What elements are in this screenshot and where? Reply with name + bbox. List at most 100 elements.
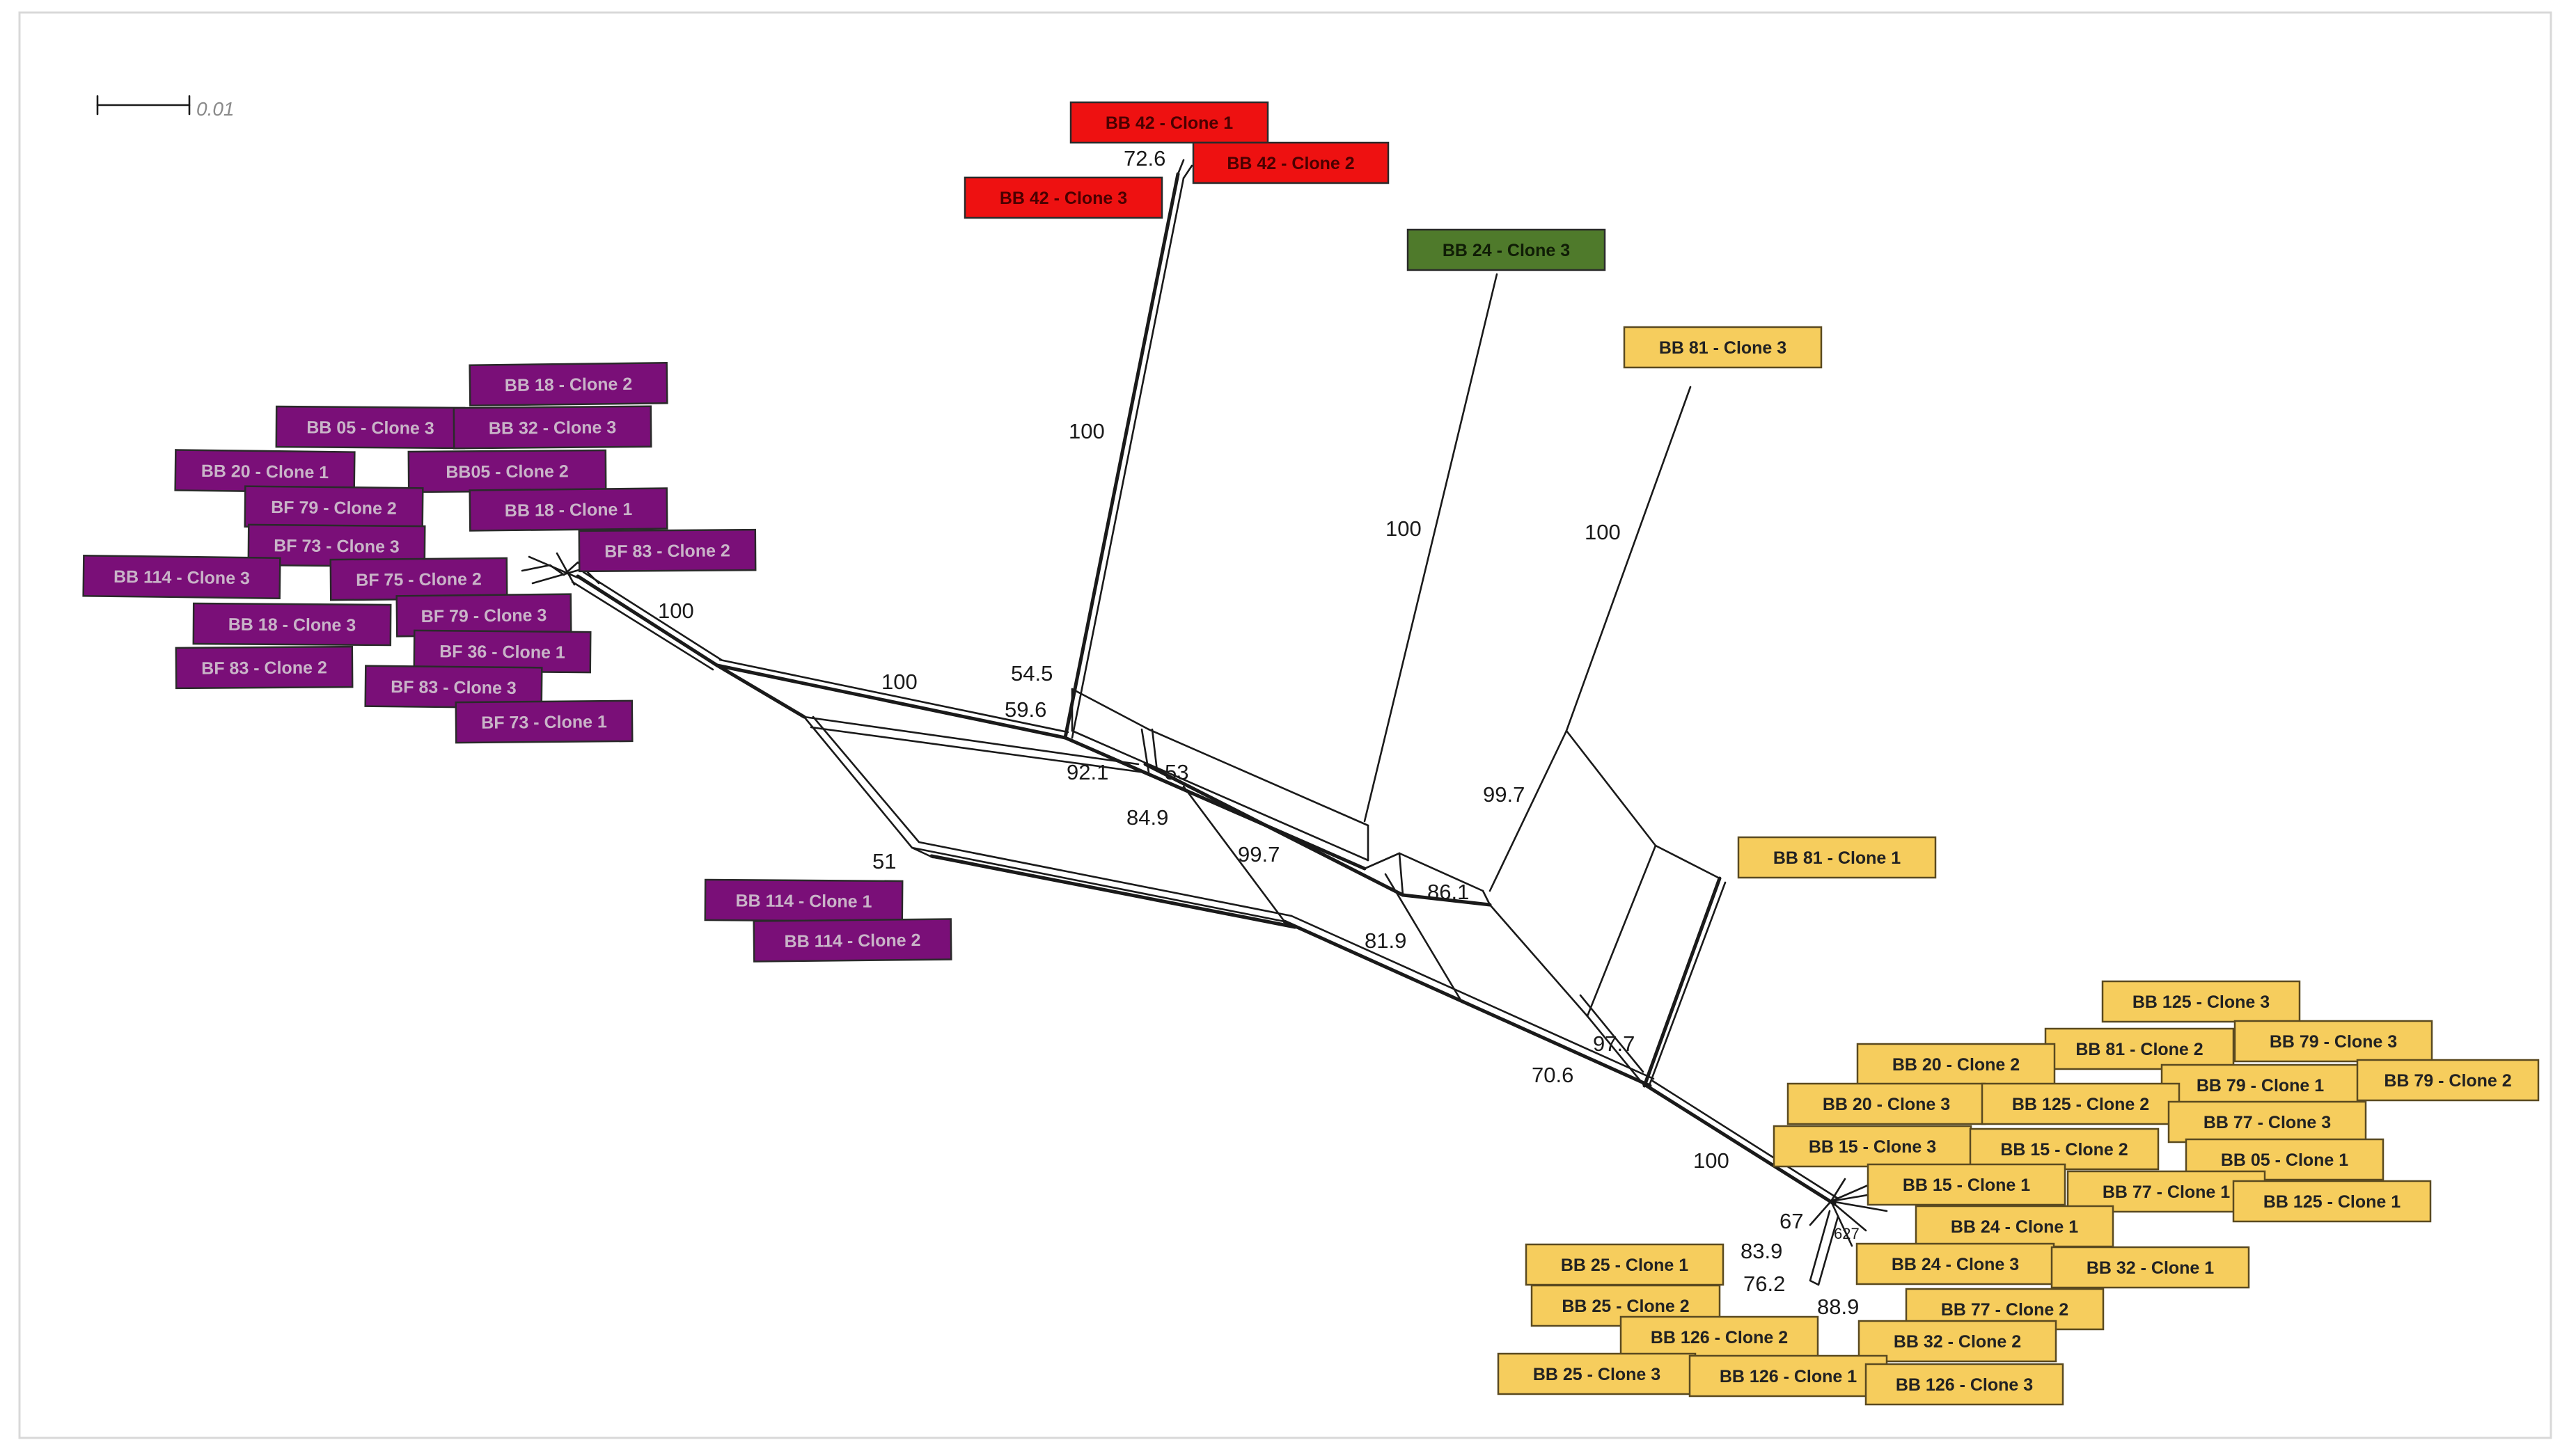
taxon-label-text: BB 25 - Clone 3 [1533,1365,1660,1384]
bootstrap-value: 70.6 [1532,1063,1573,1087]
taxon-label: BB 42 - Clone 1 [1069,101,1269,144]
bootstrap-value: 100 [1585,520,1621,544]
bootstrap-value: 59.6 [1005,697,1046,722]
taxon-label-text: BB 15 - Clone 3 [1809,1137,1936,1157]
taxon-label: BB 79 - Clone 1 [2160,1063,2360,1107]
taxon-label-box [1857,1320,2057,1363]
taxon-label-box [1688,1354,1888,1398]
taxon-label: BB 125 - Clone 1 [2232,1180,2432,1223]
bootstrap-value: 88.9 [1817,1295,1859,1319]
taxon-label: BB 79 - Clone 3 [2233,1020,2433,1063]
taxon-label: BB 125 - Clone 3 [2101,980,2301,1023]
bootstrap-labels: 72.6 100 100 100 100 100 54.5 59.6 92.1 … [658,146,1860,1319]
taxon-label: BF 73 - Clone 1 [455,699,634,744]
taxon-label: BB 32 - Clone 2 [1857,1320,2057,1363]
taxon-label: BB 24 - Clone 1 [1915,1205,2114,1248]
taxon-label-box [1406,228,1606,271]
taxon-label: BB 18 - Clone 2 [469,362,668,406]
taxon-label-text: BB 81 - Clone 1 [1773,848,1901,868]
taxon-label-text: BF 83 - Clone 3 [391,677,517,698]
taxon-label: BB 114 - Clone 2 [753,918,952,963]
taxon-label-text: BB 18 - Clone 1 [505,500,633,521]
taxon-label-box [1623,326,1823,369]
taxon-label: BB 42 - Clone 3 [964,176,1163,219]
taxon-label-box [1867,1163,2066,1206]
taxon-label-box [753,918,952,963]
taxon-label-box [2066,1170,2266,1213]
bootstrap-value: 53 [1165,760,1188,784]
taxon-label-text: BF 83 - Clone 2 [604,541,730,561]
taxon-label: BB 24 - Clone 3 [1406,228,1606,271]
taxon-label-text: BB 42 - Clone 3 [1000,189,1127,208]
taxon-label: BB 114 - Clone 1 [704,878,904,923]
bootstrap-value: 81.9 [1365,928,1406,953]
taxon-label-text: BB 42 - Clone 2 [1227,154,1354,173]
taxon-label-box [2167,1100,2367,1144]
taxon-label-box [1497,1352,1697,1395]
bootstrap-value: 86.1 [1427,880,1469,904]
taxon-label-text: BB 25 - Clone 2 [1562,1297,1689,1316]
scale-bar: 0.01 [96,95,235,120]
taxon-label: BB 125 - Clone 2 [1981,1082,2181,1125]
bootstrap-value: 627 [1834,1225,1860,1242]
bootstrap-value: 76.2 [1743,1272,1785,1296]
taxon-label: BF 79 - Clone 2 [244,485,424,530]
taxon-label-text: BB 20 - Clone 1 [201,461,329,482]
taxon-label: BB 15 - Clone 2 [1969,1127,2160,1171]
bootstrap-value: 100 [1693,1148,1729,1173]
bootstrap-value: 100 [658,599,694,623]
taxon-label-text: BB05 - Clone 2 [446,461,569,482]
bootstrap-value: 99.7 [1483,782,1525,807]
taxon-label-text: BB 24 - Clone 3 [1443,241,1570,260]
bootstrap-value: 84.9 [1126,805,1168,830]
taxon-label-text: BB 79 - Clone 2 [2384,1071,2511,1091]
taxon-label-box [1864,1363,2064,1406]
taxon-label-text: BB 24 - Clone 1 [1951,1217,2078,1237]
taxon-label-box [2233,1020,2433,1063]
taxon-label-box [1192,141,1390,184]
bootstrap-value: 99.7 [1238,842,1280,867]
taxon-label: BB 25 - Clone 3 [1497,1352,1697,1395]
taxon-label: BB 81 - Clone 2 [2044,1027,2235,1070]
taxon-label: BB 81 - Clone 1 [1737,836,1937,879]
taxon-label: BF 36 - Clone 1 [413,629,592,674]
taxon-label: BB 126 - Clone 3 [1864,1363,2064,1406]
taxon-label-text: BB 18 - Clone 3 [228,615,356,635]
bootstrap-value: 51 [872,849,896,873]
taxon-label-text: BB 125 - Clone 1 [2263,1192,2401,1212]
taxon-label-box [1525,1243,1725,1286]
taxon-labels: BB 42 - Clone 1 BB 42 - Clone 2 BB 42 - Cl… [82,101,2540,1406]
taxon-label-box [1915,1205,2114,1248]
taxon-label-text: BF 83 - Clone 2 [201,658,327,678]
taxon-label-text: BB 77 - Clone 2 [1941,1300,2068,1320]
taxon-label: BB 126 - Clone 2 [1619,1315,1819,1359]
taxon-label: BB 20 - Clone 1 [174,449,356,493]
taxon-label-text: BB 81 - Clone 2 [2075,1040,2203,1059]
taxon-label-text: BF 36 - Clone 1 [439,642,565,663]
taxon-label-box [2160,1063,2360,1107]
taxon-label-box [82,555,281,599]
taxon-label: BB 20 - Clone 3 [1786,1082,1986,1125]
bootstrap-value: 72.6 [1124,146,1165,171]
tree-edges [521,159,1888,1286]
taxon-label-box [578,528,757,573]
taxon-label-box [175,645,354,690]
taxon-label: BF 79 - Clone 3 [395,593,572,638]
taxon-label-text: BB 32 - Clone 1 [2087,1258,2214,1278]
taxon-label-box [2101,980,2301,1023]
bootstrap-value: 100 [881,670,918,694]
scale-bar-label: 0.01 [196,98,235,120]
taxon-label-text: BB 77 - Clone 3 [2203,1113,2331,1132]
bootstrap-value: 92.1 [1067,760,1108,784]
taxon-label-text: BB 126 - Clone 2 [1651,1328,1788,1347]
taxon-label-text: BB 126 - Clone 1 [1720,1367,1857,1386]
taxon-label-text: BF 79 - Clone 2 [271,498,397,519]
taxon-label-text: BB 20 - Clone 3 [1823,1095,1950,1114]
taxon-label-box [964,176,1163,219]
taxon-label-box [1069,101,1269,144]
taxon-label-box [1856,1043,2056,1086]
taxon-label: BB 20 - Clone 2 [1856,1043,2056,1086]
taxon-label-text: BB 15 - Clone 1 [1903,1176,2030,1195]
taxon-label: BF 83 - Clone 2 [578,528,757,573]
taxon-label: BF 73 - Clone 3 [247,523,426,568]
